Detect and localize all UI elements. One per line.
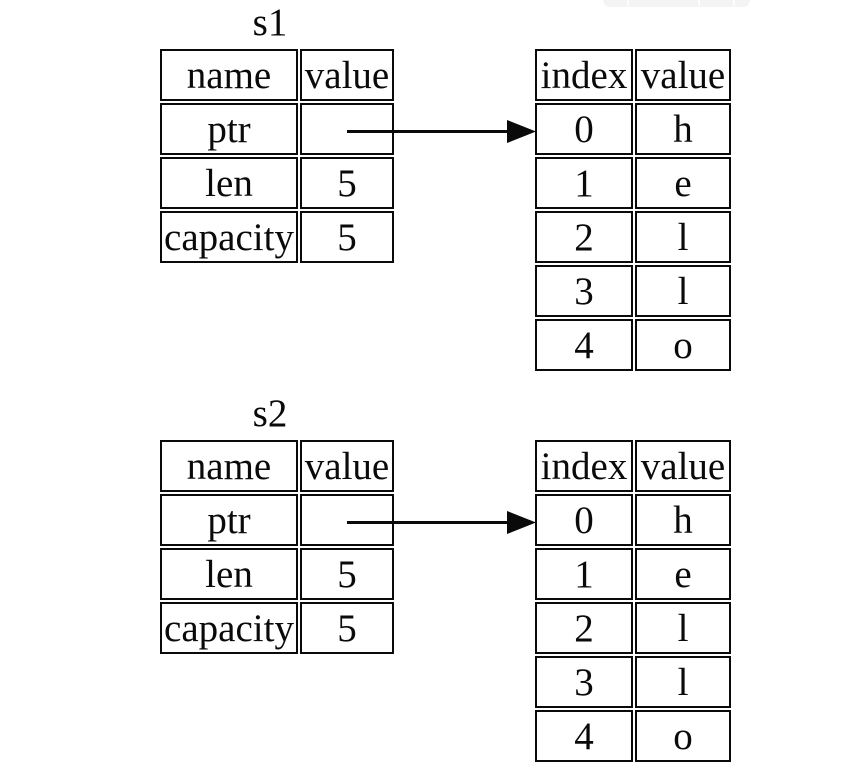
column-header-value: value — [300, 440, 394, 492]
table-cell-capacity-value: 5 — [300, 211, 394, 263]
clipped-toolbar-fragment — [603, 0, 750, 7]
column-header-name: name — [160, 49, 298, 101]
table-cell-index: 0 — [535, 103, 633, 155]
table-cell-index: 1 — [535, 548, 633, 600]
table-cell-len-name: len — [160, 548, 298, 600]
table-cell-index: 0 — [535, 494, 633, 546]
table-cell-char: e — [635, 157, 731, 209]
table-cell-capacity-name: capacity — [160, 211, 298, 263]
column-header-index: index — [535, 49, 633, 101]
arrow-head — [507, 120, 536, 143]
variable-title: s1 — [252, 1, 288, 44]
table-cell-len-name: len — [160, 157, 298, 209]
table-cell-char: e — [635, 548, 731, 600]
string-memory-diagram-s1: s1 name value ptr len 5 capacity 5 index… — [0, 0, 842, 383]
column-header-index: index — [535, 440, 633, 492]
table-cell-index: 4 — [535, 710, 633, 762]
stack-table: name value ptr len 5 capacity 5 — [160, 49, 394, 263]
table-cell-char: l — [635, 656, 731, 708]
pointer-arrow — [347, 120, 536, 143]
toolbar-separator — [627, 0, 629, 6]
column-header-value: value — [635, 440, 731, 492]
table-cell-char: o — [635, 710, 731, 762]
heap-table: index value 0 h 1 e 2 l 3 l 4 o — [535, 49, 731, 371]
table-cell-char: l — [635, 265, 731, 317]
table-cell-char: h — [635, 494, 731, 546]
pointer-arrow — [347, 511, 536, 534]
table-cell-char: l — [635, 602, 731, 654]
table-cell-ptr-value — [300, 494, 394, 546]
table-cell-index: 2 — [535, 211, 633, 263]
table-cell-len-value: 5 — [300, 157, 394, 209]
variable-title: s2 — [252, 392, 288, 435]
column-header-value: value — [300, 49, 394, 101]
table-cell-char: o — [635, 319, 731, 371]
stack-table: name value ptr len 5 capacity 5 — [160, 440, 394, 654]
table-cell-ptr-name: ptr — [160, 103, 298, 155]
table-cell-capacity-name: capacity — [160, 602, 298, 654]
column-header-value: value — [635, 49, 731, 101]
table-cell-index: 2 — [535, 602, 633, 654]
table-cell-ptr-name: ptr — [160, 494, 298, 546]
toolbar-separator — [698, 0, 700, 6]
table-cell-index: 4 — [535, 319, 633, 371]
toolbar-separator — [733, 0, 735, 6]
table-cell-char: h — [635, 103, 731, 155]
table-cell-len-value: 5 — [300, 548, 394, 600]
string-memory-diagram-s2: s2 name value ptr len 5 capacity 5 index… — [0, 391, 842, 774]
table-cell-capacity-value: 5 — [300, 602, 394, 654]
table-cell-char: l — [635, 211, 731, 263]
column-header-name: name — [160, 440, 298, 492]
table-cell-index: 3 — [535, 265, 633, 317]
table-cell-index: 3 — [535, 656, 633, 708]
table-cell-index: 1 — [535, 157, 633, 209]
table-cell-ptr-value — [300, 103, 394, 155]
arrow-head — [507, 511, 536, 534]
heap-table: index value 0 h 1 e 2 l 3 l 4 o — [535, 440, 731, 762]
